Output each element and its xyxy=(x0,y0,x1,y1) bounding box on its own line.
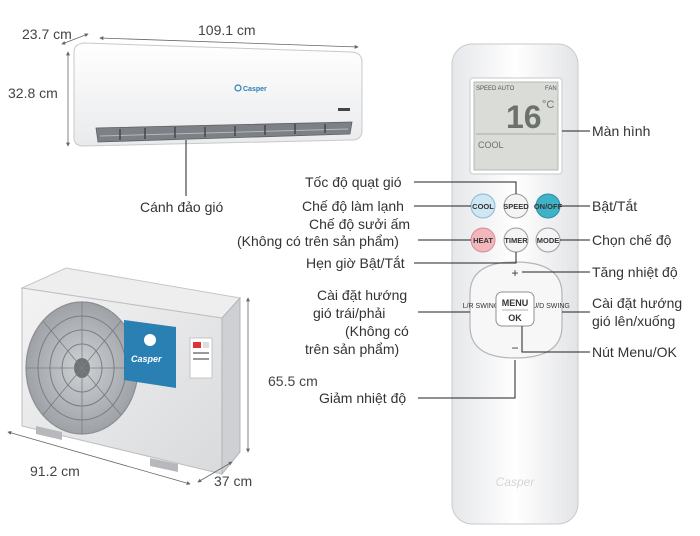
timer-button-label: TIMER xyxy=(504,236,528,245)
lcd-top-right: FAN xyxy=(545,86,557,92)
callout-lr-2: gió trái/phải xyxy=(313,305,385,321)
louver-label: Cánh đảo gió xyxy=(140,199,224,215)
indoor-body xyxy=(73,42,363,147)
heat-button[interactable]: HEAT xyxy=(470,227,496,253)
timer-button[interactable]: TIMER xyxy=(503,227,529,253)
outdoor-depth-label: 37 cm xyxy=(214,473,252,489)
callout-temp-down: Giảm nhiệt độ xyxy=(319,390,406,406)
callout-ud-1: Cài đặt hướng xyxy=(592,295,682,311)
remote-lcd xyxy=(473,81,559,171)
indoor-height-label: 32.8 cm xyxy=(8,85,58,101)
mode-button[interactable]: MODE xyxy=(535,227,561,253)
indoor-depth-line xyxy=(61,33,89,45)
indoor-logo-icon xyxy=(234,84,242,92)
outdoor-badge: Casper xyxy=(124,320,176,388)
lcd-top-left: SPEED AUTO xyxy=(476,86,515,92)
callouts: Màn hình Tốc độ quạt gió Chế độ làm lạnh… xyxy=(237,123,682,406)
temp-down-button[interactable]: − xyxy=(511,341,518,355)
onoff-button-label: ON/OFF xyxy=(534,202,563,211)
cool-button[interactable]: COOL xyxy=(470,193,496,219)
temp-down-symbol: − xyxy=(511,341,518,355)
ud-swing-button[interactable]: U/D SWING xyxy=(532,303,570,310)
speed-button[interactable]: SPEED xyxy=(503,193,529,219)
indoor-depth-label: 23.7 cm xyxy=(22,26,72,42)
callout-lr-4: trên sản phẩm) xyxy=(305,341,399,357)
indoor-width-label: 109.1 cm xyxy=(198,22,256,38)
cool-button-label: COOL xyxy=(472,202,494,211)
outdoor-width-label: 91.2 cm xyxy=(30,463,80,479)
indoor-width-line xyxy=(99,36,359,49)
callout-fan-speed: Tốc độ quạt gió xyxy=(305,174,402,190)
callout-timer: Hẹn giờ Bật/Tắt xyxy=(306,255,405,271)
remote-brand: Casper xyxy=(496,475,536,489)
indoor-logo: Casper xyxy=(243,86,267,93)
speed-button-label: SPEED xyxy=(503,202,529,211)
remote: SPEED AUTO FAN 16 °C COOL COOL SPEED ON/… xyxy=(451,43,579,525)
lr-swing-label: L/R SWING xyxy=(463,303,500,310)
mode-button-label: MODE xyxy=(537,236,560,245)
callout-heat-mode-1: Chế độ sưởi ấm xyxy=(309,216,410,232)
indoor-indicator xyxy=(338,108,350,111)
outdoor-width-line xyxy=(7,430,191,486)
menu-ok-button[interactable]: MENU OK xyxy=(495,291,535,327)
callout-lr-3: (Không có xyxy=(345,323,409,339)
callout-cool-mode: Chế độ làm lạnh xyxy=(302,198,404,214)
callout-power: Bật/Tắt xyxy=(592,198,637,214)
outdoor-unit: Casper 65.5 cm 91.2 cm 37 cm xyxy=(7,267,318,489)
callout-lr-1: Cài đặt hướng xyxy=(317,287,407,303)
menu-label: MENU xyxy=(502,298,529,308)
outdoor-fan-grille xyxy=(25,301,139,435)
lcd-unit: °C xyxy=(542,99,554,111)
ud-swing-label: U/D SWING xyxy=(532,303,570,310)
ok-label: OK xyxy=(508,313,522,323)
heat-button-label: HEAT xyxy=(473,236,493,245)
lr-swing-button[interactable]: L/R SWING xyxy=(463,303,500,310)
temp-up-button[interactable]: + xyxy=(511,266,518,280)
callout-ud-2: gió lên/xuống xyxy=(592,313,675,329)
callout-screen: Màn hình xyxy=(592,123,650,139)
lcd-mode: COOL xyxy=(478,140,504,150)
outdoor-height-label: 65.5 cm xyxy=(268,373,318,389)
callout-temp-up: Tăng nhiệt độ xyxy=(592,264,678,280)
outdoor-depth-line xyxy=(197,461,233,483)
temp-up-symbol: + xyxy=(511,266,518,280)
callout-mode-select: Chọn chế độ xyxy=(592,232,672,248)
callout-heat-mode-2: (Không có trên sản phẩm) xyxy=(237,233,399,249)
lcd-temperature: 16 xyxy=(506,99,542,135)
indoor-unit: 23.7 cm 109.1 cm 32.8 cm Casper xyxy=(8,22,363,215)
outdoor-logo: Casper xyxy=(131,354,162,364)
callout-menu-ok: Nút Menu/OK xyxy=(592,344,677,360)
